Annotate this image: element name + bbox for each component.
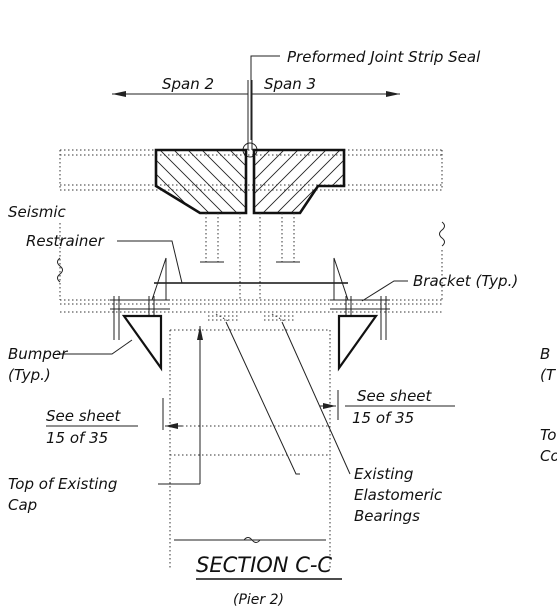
see-sheet-left-dim [46, 398, 182, 430]
span3-label: Span 3 [264, 75, 316, 93]
girder-web-lines [57, 213, 443, 300]
bumper-left [57, 314, 163, 372]
seismic-restrainer [117, 240, 348, 284]
bumper-label-line2: (Typ.) [8, 366, 51, 384]
bumper-label-line1: Bumper [8, 345, 68, 363]
see-sheet-right-line1: See sheet [357, 387, 433, 405]
girder-end-left [154, 148, 248, 215]
bearings-line3: Bearings [354, 507, 420, 525]
deck-outline [59, 149, 445, 247]
section-subtitle: (Pier 2) [233, 592, 284, 608]
cut-label-1: B [540, 345, 550, 363]
pier-cap-top [60, 299, 442, 313]
see-sheet-left-line2: 15 of 35 [46, 429, 108, 447]
span2-label: Span 2 [162, 75, 214, 93]
top-cap-leader [158, 326, 203, 485]
bracket-right [330, 257, 408, 340]
pier-column [169, 329, 331, 570]
bumper-right [337, 314, 379, 372]
seismic-label-line2: Restrainer [26, 232, 105, 250]
joint-seal-leader [242, 55, 280, 158]
span-dimension-line [112, 91, 400, 97]
section-title: SECTION C-C [196, 553, 332, 577]
see-sheet-left-line1: See sheet [46, 407, 122, 425]
bearings [208, 313, 351, 475]
girder-end-right [252, 148, 346, 215]
seismic-label-line1: Seismic [8, 203, 67, 221]
bearings-line2: Elastomeric [354, 486, 443, 504]
bracket-label: Bracket (Typ.) [413, 272, 518, 290]
cut-label-3: To [540, 426, 557, 444]
top-cap-line2: Cap [8, 496, 37, 514]
cut-label-4: Co [540, 447, 557, 465]
cut-label-2: (T [540, 366, 557, 384]
bracket-left [110, 257, 170, 340]
see-sheet-right-line2: 15 of 35 [352, 409, 414, 427]
joint-seal-label: Preformed Joint Strip Seal [287, 48, 481, 66]
see-sheet-right-dim [320, 390, 455, 420]
top-cap-line1: Top of Existing [8, 475, 117, 493]
bearings-line1: Existing [354, 465, 413, 483]
